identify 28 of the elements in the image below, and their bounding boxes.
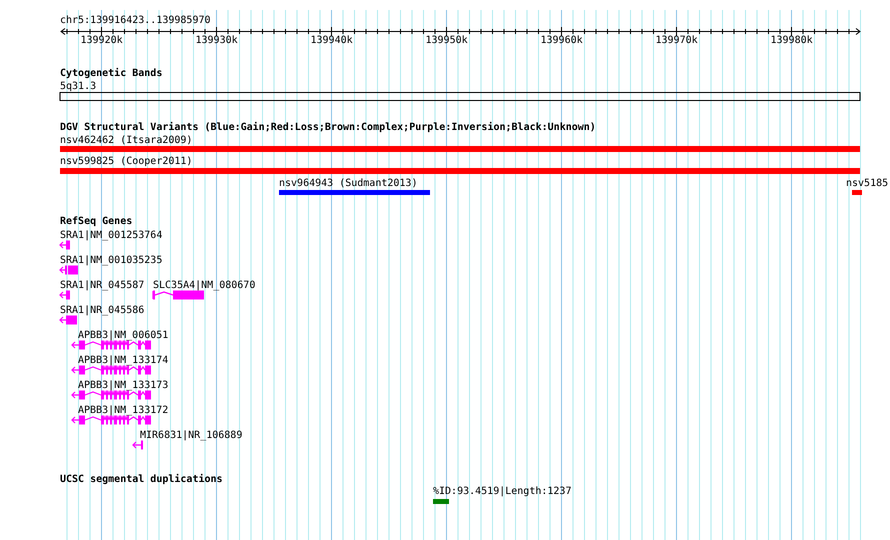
feature-label: SRA1|NM_001035235 (60, 255, 162, 267)
axis-tick-label: 139970k (656, 35, 698, 47)
feature-label: nsv462462 (Itsara2009) (60, 135, 192, 147)
track-heading: DGV Structural Variants (Blue:Gain;Red:Loss;Brown:Complex;Purple:Inversion;Black:Unknown) (60, 122, 596, 134)
axis-tick-label: 139920k (80, 35, 123, 47)
axis-tick-label: 139930k (196, 35, 238, 47)
feature-label: APBB3|NM_133172 (78, 405, 168, 417)
feature-label: APBB3|NM_133173 (78, 380, 168, 392)
band-label: 5q31.3 (60, 81, 96, 93)
feature-label: nsv5185 (846, 178, 888, 190)
feature-label: SLC35A4|NM_080670 (153, 280, 256, 292)
feature-label: SRA1|NR_045586 (60, 305, 144, 317)
position-range-label: chr5:139916423..139985970 (60, 15, 211, 27)
track-heading: RefSeq Genes (60, 216, 132, 228)
axis-tick-label: 139980k (770, 35, 813, 47)
feature-label: APBB3|NM_006051 (78, 330, 168, 342)
axis-tick-label: 139940k (310, 35, 353, 47)
feature-label: %ID:93.4519|Length:1237 (433, 486, 572, 498)
track-heading: UCSC segmental duplications (60, 474, 223, 486)
feature-label: nsv964943 (Sudmant2013) (279, 178, 418, 190)
axis-tick-label: 139960k (540, 35, 583, 47)
feature-label: MIR6831|NR_106889 (140, 430, 242, 442)
feature-label: SRA1|NM_001253764 (60, 230, 162, 242)
feature-label: SRA1|NR_045587 (60, 280, 144, 292)
track-heading: Cytogenetic Bands (60, 68, 162, 80)
axis-tick-label: 139950k (426, 35, 468, 47)
feature-label: APBB3|NM_133174 (78, 355, 168, 367)
feature-label: nsv599825 (Cooper2011) (60, 156, 192, 168)
